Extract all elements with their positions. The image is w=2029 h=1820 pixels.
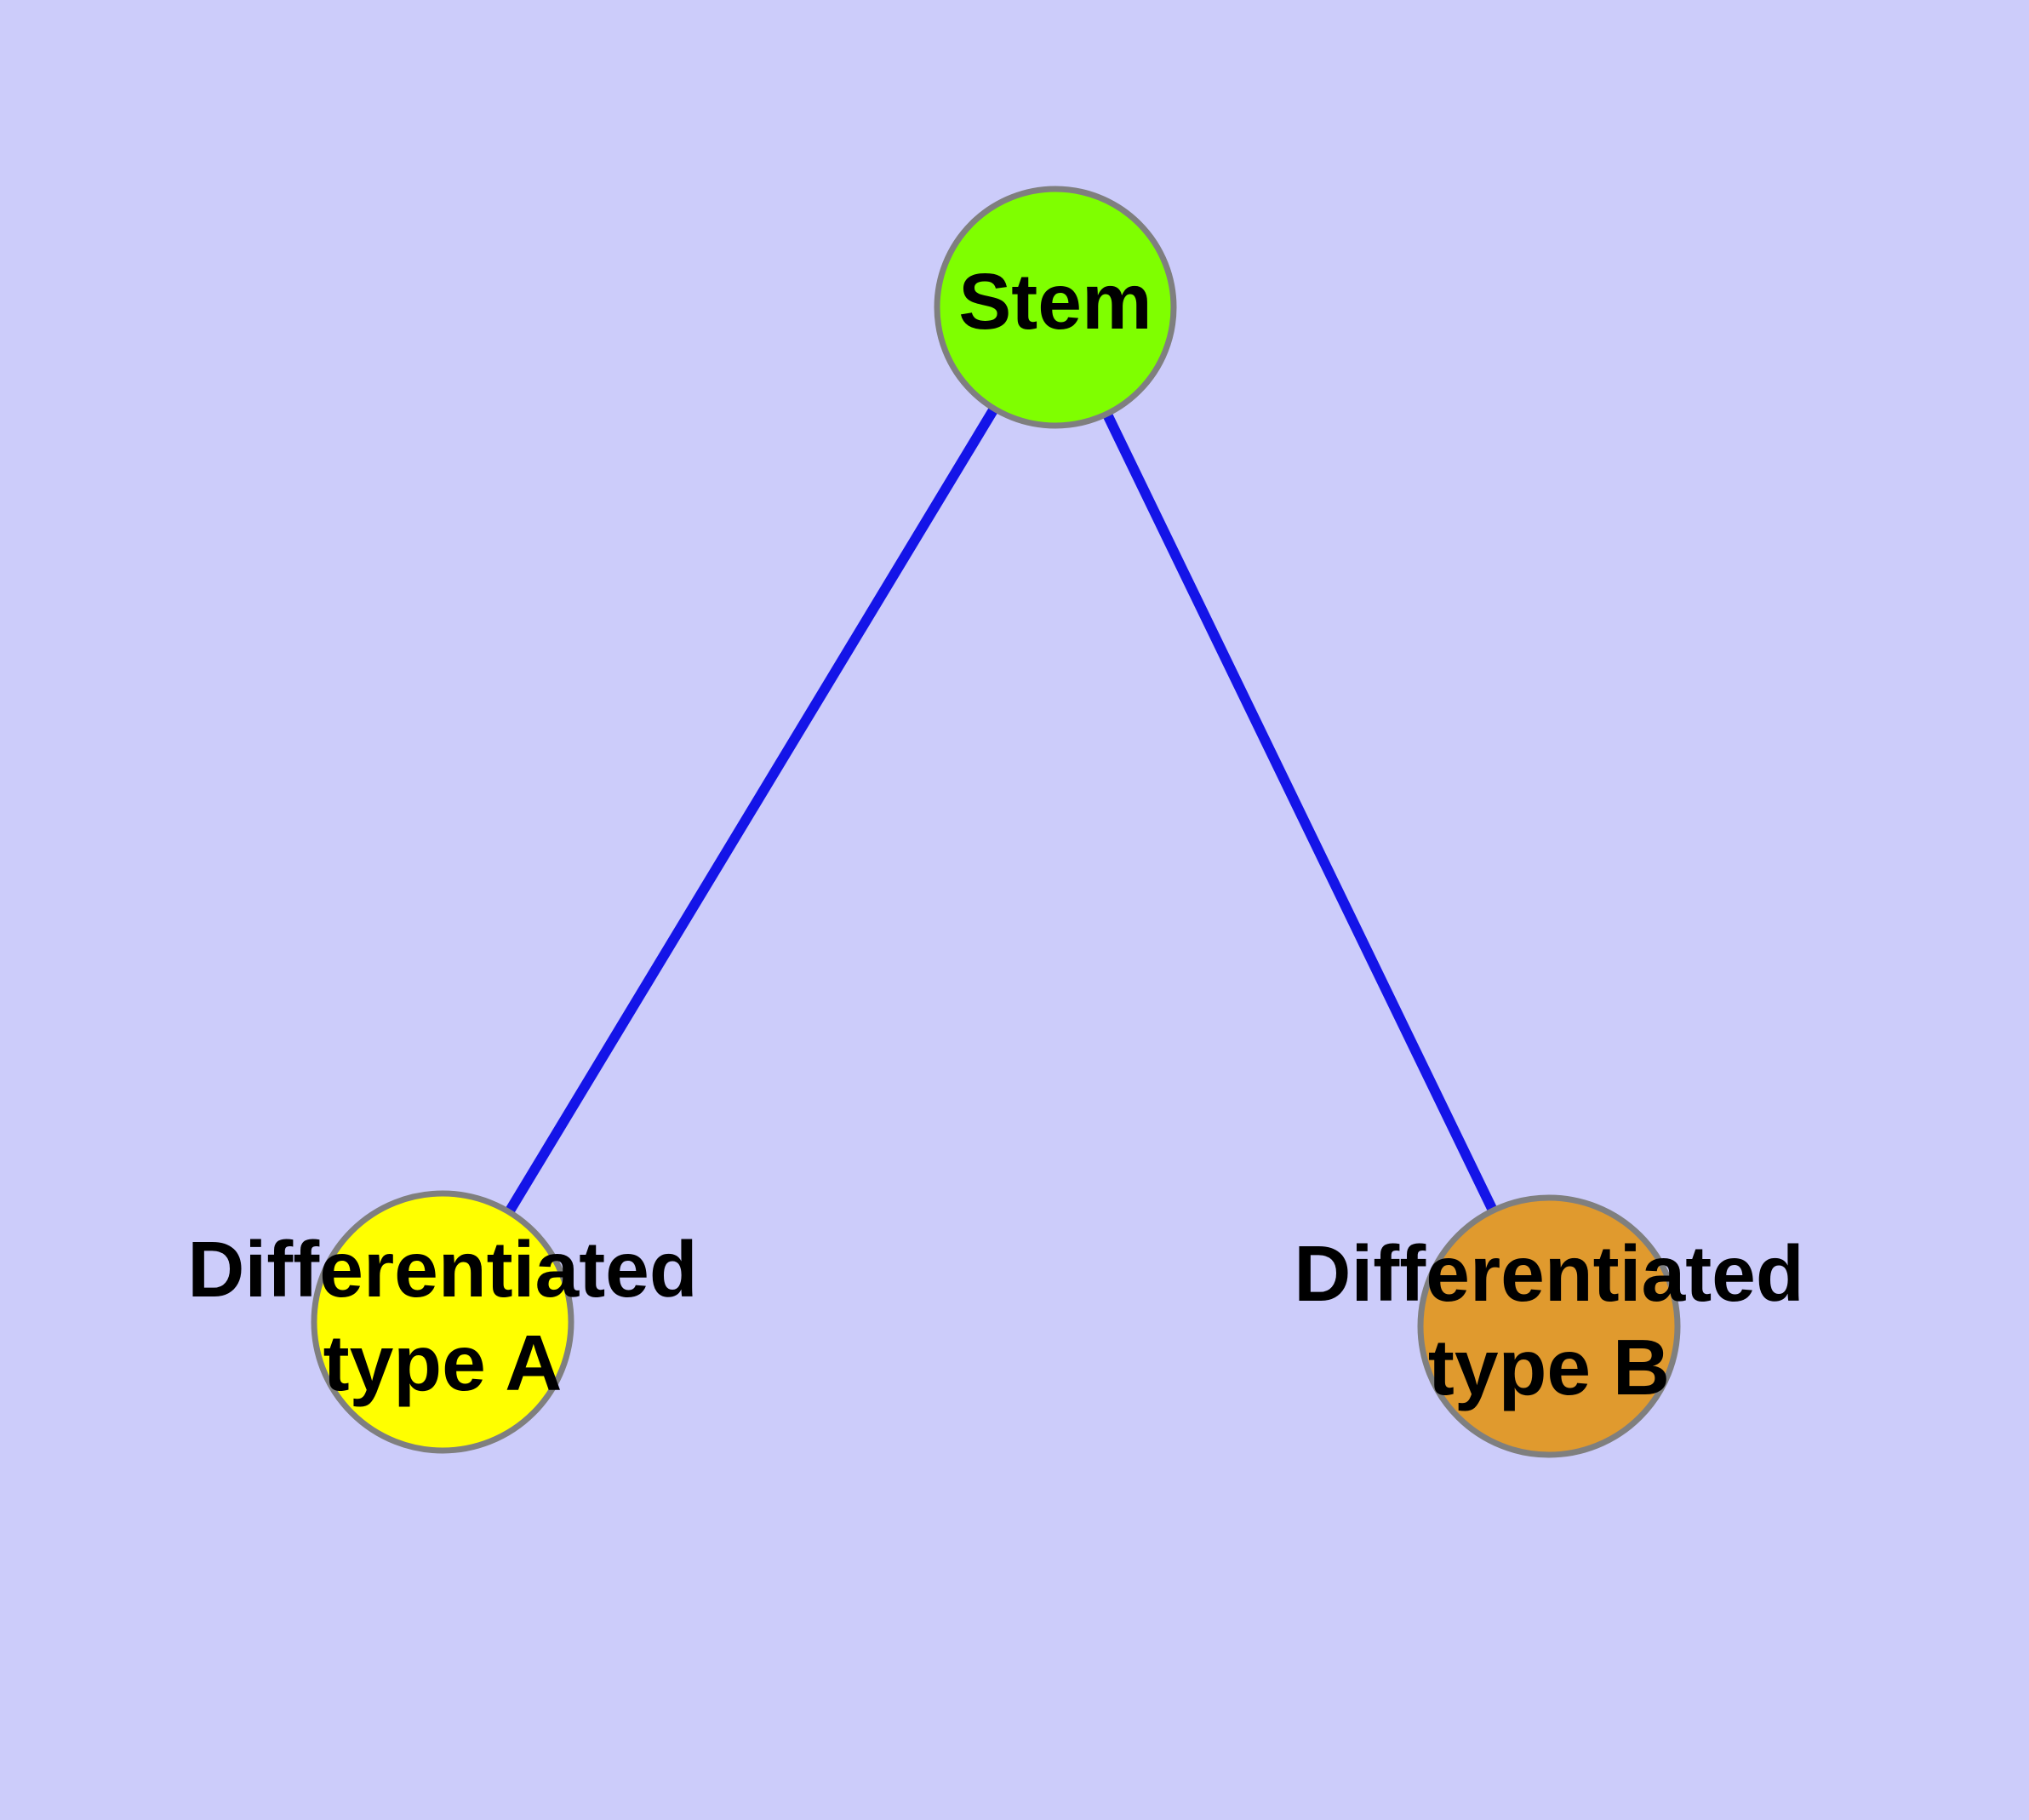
graph-node-label-stem: Stem: [958, 257, 1152, 346]
label-line: type A: [323, 1319, 563, 1407]
label-line: Differentiated: [187, 1225, 697, 1313]
label-line: Stem: [958, 257, 1152, 346]
graph-node-stem[interactable]: [934, 186, 1177, 429]
graph-edge-stem-to-diff-a[interactable]: [503, 404, 1000, 1216]
graph-edge-stem-to-diff-b[interactable]: [1101, 409, 1499, 1215]
graph-node-diff-b[interactable]: [1417, 1194, 1681, 1458]
label-line: Differentiated: [1294, 1229, 1803, 1318]
label-line: type B: [1428, 1323, 1670, 1411]
node-layer: [311, 186, 1681, 1458]
edge-layer: [503, 404, 1499, 1216]
graph-node-diff-a[interactable]: [311, 1190, 574, 1454]
